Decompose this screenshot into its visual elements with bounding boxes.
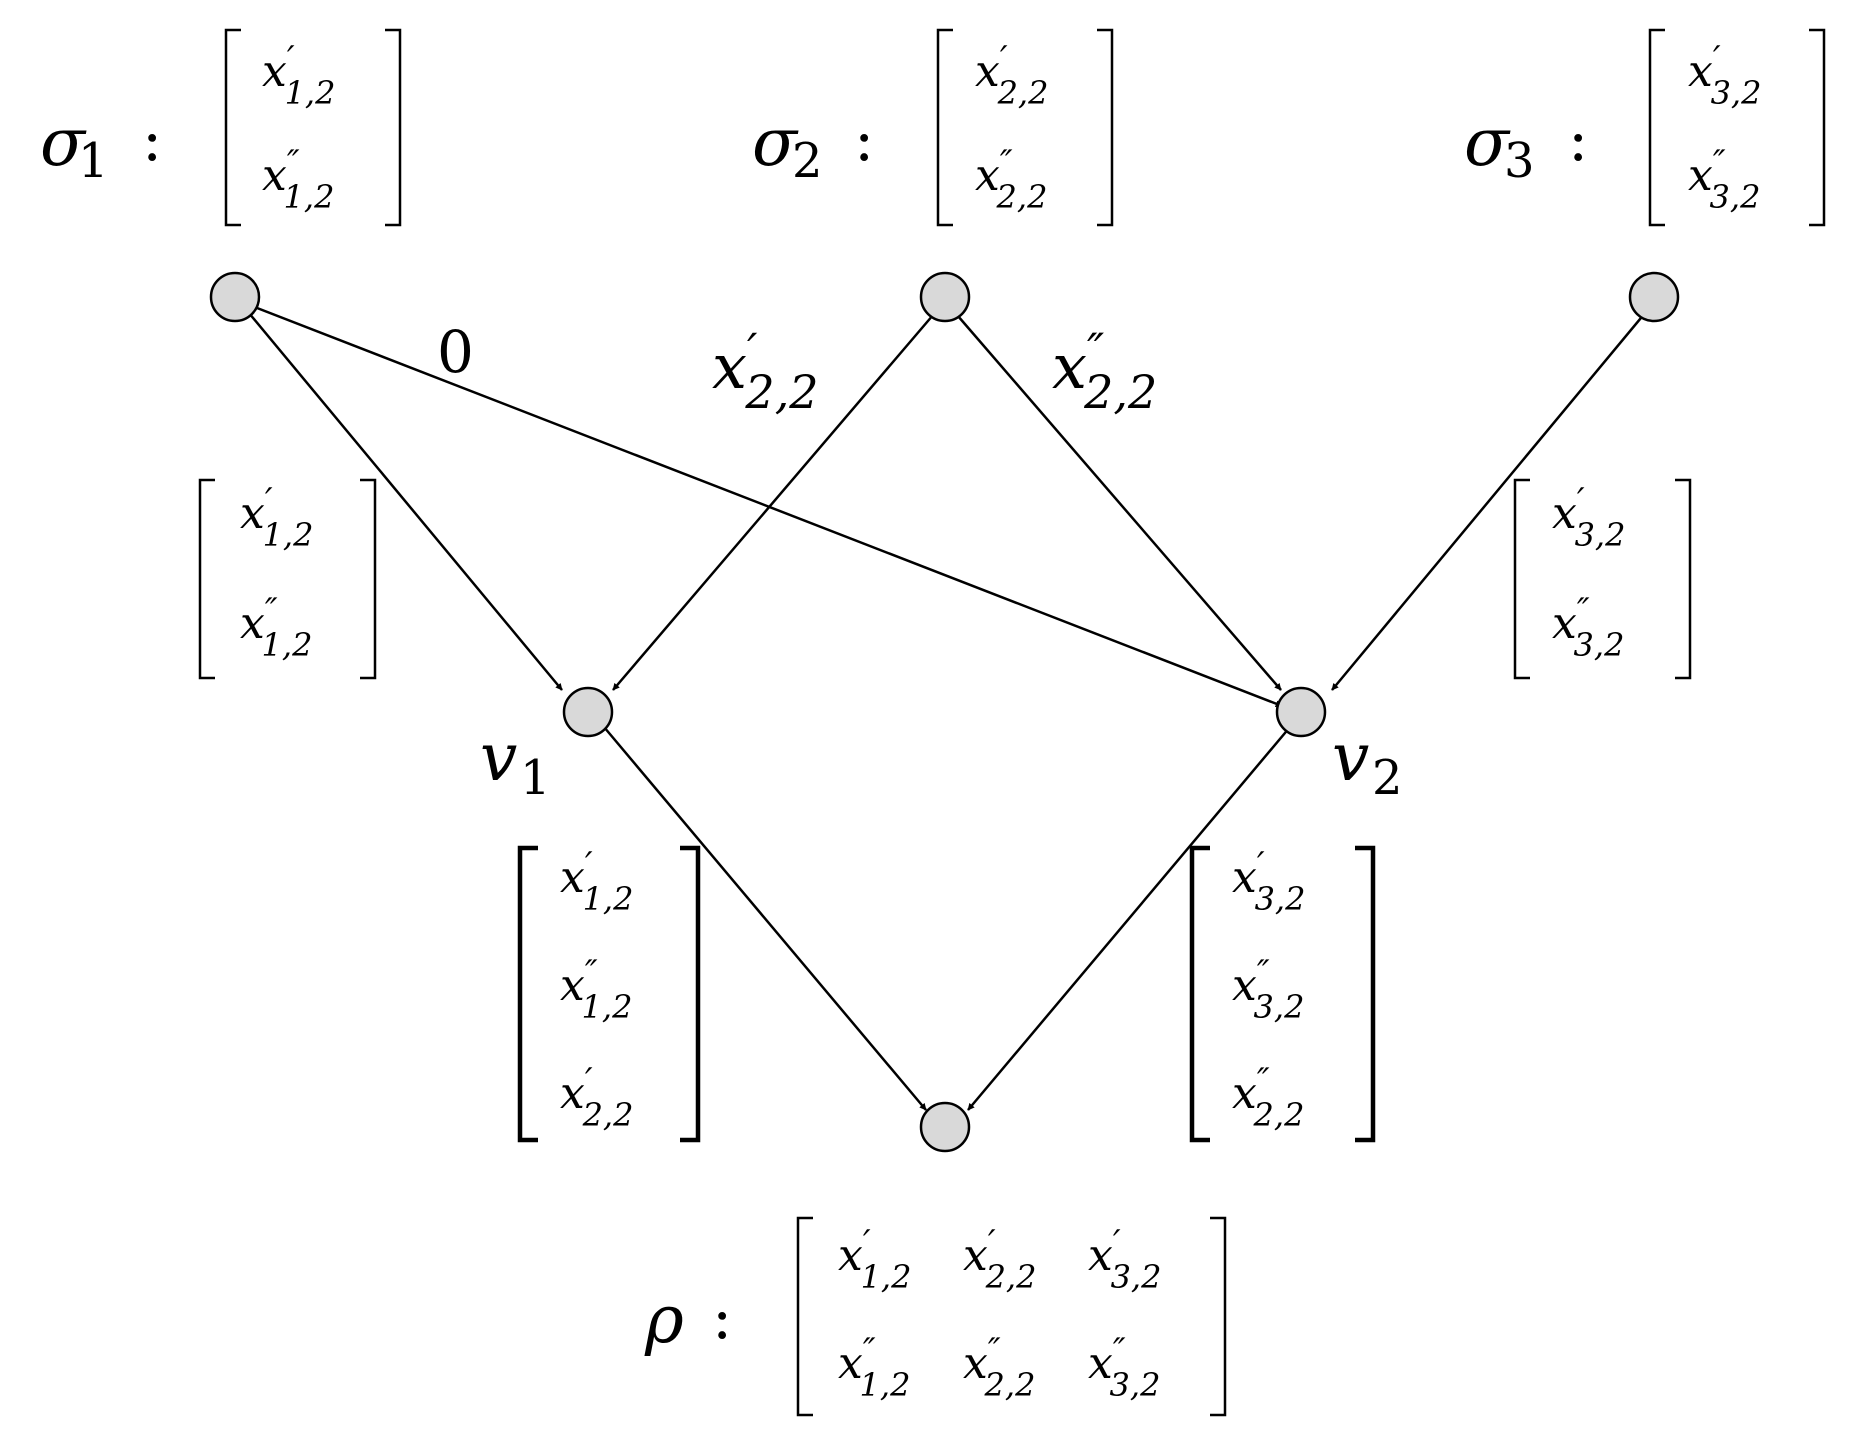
edge-label-zero: 0: [437, 318, 474, 386]
right-bracket: [1355, 845, 1376, 1143]
edge-sigma2-v2: [944, 300, 1282, 691]
node-label-v2: v 2: [1332, 719, 1403, 806]
left-bracket: [936, 28, 953, 227]
left-bracket: [1189, 845, 1210, 1143]
rho-colon: :: [712, 1283, 732, 1353]
matrix-entry: x′2,2: [963, 1223, 1036, 1296]
edge-vector-v1-rho: x′1,2 x″1,2 x′2,2: [517, 845, 701, 1143]
source-label-sigma3: σ 3 :: [1464, 104, 1588, 189]
edge-label-sigma2-v2: x″2,2: [1052, 323, 1157, 419]
entry: x″3,2: [1552, 591, 1624, 664]
v2-symbol: v: [1332, 719, 1369, 796]
edge-label-sigma2-v1: x′2,2: [712, 323, 819, 419]
entry: x″1,2: [262, 143, 334, 216]
sigma1-vector: x′1,2 x″1,2: [224, 28, 402, 227]
v1-subscript: 1: [520, 750, 551, 806]
sigma3-subscript: 3: [1504, 133, 1535, 189]
entry: x′1,2: [262, 39, 335, 112]
entry: x″2,2: [1232, 1061, 1304, 1134]
sigma1-subscript: 1: [78, 133, 109, 189]
matrix-entry: x″3,2: [1088, 1331, 1160, 1404]
source-label-sigma2: σ 2 :: [752, 104, 874, 189]
right-bracket: [1097, 28, 1114, 227]
matrix-entry: x″1,2: [838, 1331, 910, 1404]
right-bracket: [1809, 28, 1826, 227]
node-sigma2: [919, 271, 971, 323]
matrix-entry: x′1,2: [838, 1223, 911, 1296]
edge-sigma1-v2: [238, 299, 1283, 708]
right-bracket: [385, 28, 402, 227]
sigma1-symbol: σ: [40, 104, 87, 181]
left-bracket: [224, 28, 241, 227]
left-bracket: [517, 845, 538, 1143]
node-rho: [919, 1101, 971, 1153]
entry: x′2,2: [560, 1061, 633, 1134]
edge-vector-sigma1-v1: x′1,2 x″1,2: [198, 478, 377, 680]
entry: x″3,2: [1232, 953, 1304, 1026]
node-sigma3: [1628, 271, 1680, 323]
edge-v2-rho: [967, 726, 1291, 1111]
entry: x′1,2: [240, 481, 313, 554]
entry: x″1,2: [240, 591, 312, 664]
sink-matrix: x′1,2 x′2,2 x′3,2 x″1,2 x″2,2 x″3,2: [796, 1216, 1227, 1417]
matrix-entry: x′3,2: [1088, 1223, 1161, 1296]
right-bracket: [680, 845, 701, 1143]
v2-subscript: 2: [1372, 750, 1403, 806]
sink-label-rho: ρ :: [644, 1281, 732, 1358]
left-bracket: [796, 1216, 813, 1417]
entry: x′3,2: [1552, 481, 1625, 554]
entry: x′1,2: [560, 845, 633, 918]
rho-symbol: ρ: [644, 1281, 684, 1358]
entry: x′2,2: [975, 39, 1048, 112]
node-sigma1: [209, 271, 261, 323]
entry: x″2,2: [975, 143, 1047, 216]
v1-symbol: v: [480, 719, 517, 796]
edge-v1-rho: [603, 726, 927, 1111]
edge-sigma1-v1: [238, 300, 563, 691]
edge-vector-v2-rho: x′3,2 x″3,2 x″2,2: [1189, 845, 1376, 1143]
entry: x′3,2: [1688, 39, 1761, 112]
sigma2-symbol: σ: [752, 104, 799, 181]
right-bracket: [1210, 1216, 1227, 1417]
sigma2-colon: :: [854, 105, 874, 175]
right-bracket: [360, 478, 377, 680]
matrix-entry: x″2,2: [963, 1331, 1035, 1404]
node-v2: [1275, 686, 1327, 738]
edge-sigma2-v1: [612, 300, 946, 691]
left-bracket: [1513, 478, 1530, 680]
entry: x′3,2: [1232, 845, 1305, 918]
right-bracket: [1675, 478, 1692, 680]
entry: x″1,2: [560, 953, 632, 1026]
node-label-v1: v 1: [480, 719, 551, 806]
sigma3-colon: :: [1568, 105, 1588, 175]
edge-sigma3-v2: [1331, 300, 1656, 691]
sigma2-vector: x′2,2 x″2,2: [936, 28, 1114, 227]
sigma3-symbol: σ: [1464, 104, 1511, 181]
sigma1-colon: :: [142, 105, 162, 175]
left-bracket: [1648, 28, 1665, 227]
left-bracket: [198, 478, 215, 680]
sigma2-subscript: 2: [792, 133, 823, 189]
source-label-sigma1: σ 1 :: [40, 104, 162, 189]
sigma3-vector: x′3,2 x″3,2: [1648, 28, 1826, 227]
entry: x″3,2: [1688, 143, 1760, 216]
node-v1: [562, 686, 614, 738]
edge-vector-sigma3-v2: x′3,2 x″3,2: [1513, 478, 1692, 680]
